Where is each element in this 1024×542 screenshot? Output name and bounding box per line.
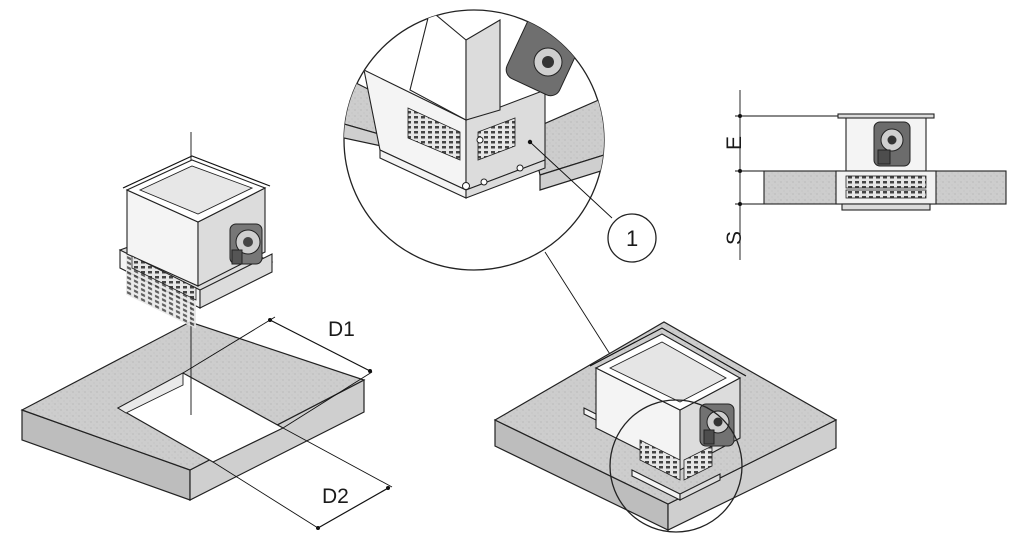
dimension-label-d2: D2: [322, 485, 349, 508]
callout-bubble: [607, 213, 657, 263]
right-slab-installed: [493, 321, 838, 533]
damper-unit-left: [118, 155, 274, 329]
actuator-installed: [699, 403, 735, 447]
callout-number: 1: [626, 226, 638, 251]
dimension-label-s: S: [723, 231, 746, 245]
detail-zoom: 1: [343, 9, 657, 426]
detail-circle: [609, 399, 743, 533]
actuator-left: [229, 223, 263, 265]
left-slab: [20, 321, 366, 501]
section-view: E S: [723, 90, 1007, 260]
actuator-section: [873, 121, 911, 167]
dimension-label-e: E: [723, 136, 746, 150]
dimension-label-d1: D1: [328, 318, 355, 341]
